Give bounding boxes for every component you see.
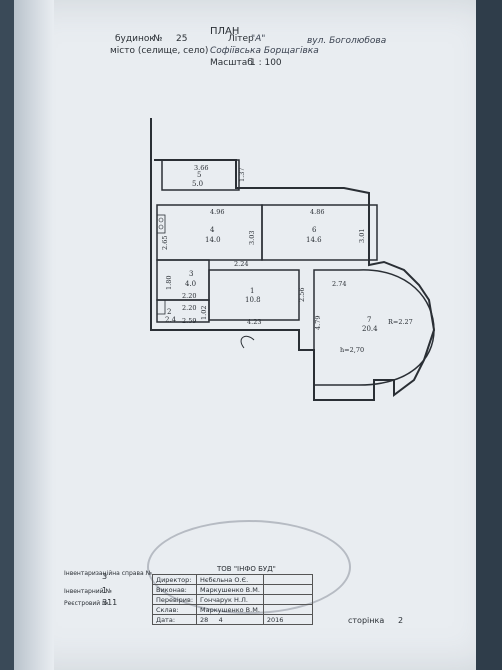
date-day: 28: [200, 615, 209, 624]
case-label: Інвентаризаційна справа №: [64, 570, 152, 577]
radius-label: R=2.27: [388, 318, 413, 326]
case-value: 3: [102, 572, 108, 581]
dimension-label: 3.01: [358, 229, 366, 243]
role-label: Перевірив:: [151, 594, 198, 605]
background-edge: [476, 0, 502, 670]
person-name: Гончарук Н.Л.: [196, 594, 264, 605]
room-label: 7: [367, 316, 371, 324]
dimension-label: 2.65: [161, 236, 169, 250]
dimension-label: 4.79: [314, 316, 322, 330]
number-sign: №: [153, 34, 163, 44]
building-label: будинок: [115, 34, 155, 44]
dimension-label: 4.96: [210, 208, 224, 216]
room-area: 14.0: [205, 236, 221, 244]
inventory-label: Інвентарний №: [64, 588, 112, 595]
date-label: Дата:: [151, 614, 198, 625]
role-label: Склав:: [151, 604, 198, 615]
floor-plan: 5 5.0 4 14.0 6 14.6 3 4.0 1 10.8 2 2.4 7…: [150, 118, 436, 401]
dimension-label: 1.02: [200, 306, 208, 320]
dimension-label: 4.86: [310, 208, 324, 216]
dimension-label: 2.24: [234, 260, 248, 268]
registry-label: Реєстровий №: [64, 600, 109, 607]
inventory-value: 1: [102, 586, 108, 595]
page-label: сторінка: [348, 616, 385, 625]
date-year: 2016: [262, 614, 313, 625]
liter-value: "А": [251, 34, 266, 44]
liter-label: Літер: [228, 34, 254, 44]
role-label: Директор:: [151, 574, 198, 585]
dimension-label: 1.37: [238, 168, 246, 182]
room-label: 6: [312, 226, 317, 234]
registry-value: 311: [102, 598, 118, 607]
room-label: 2: [167, 308, 171, 316]
city-label: місто (селище, село): [110, 46, 209, 56]
dimension-label: 2.20: [182, 304, 196, 312]
room-area: 5.0: [192, 180, 203, 188]
room-area: 2.4: [165, 316, 177, 324]
signature-table: Директор:Нєбєльна О.Є. Виконав:Маркушенк…: [151, 574, 313, 625]
scale-label: Масштаб: [210, 58, 253, 68]
height-label: h=2,70: [340, 346, 364, 354]
scale-value: 1 : 100: [250, 58, 282, 68]
room-label: 1: [250, 287, 254, 295]
company-name: ТОВ "ІНФО БУД": [217, 565, 276, 573]
room-area: 20.4: [362, 325, 378, 333]
page-number: 2: [398, 616, 404, 625]
dimension-label: 2.74: [332, 280, 346, 288]
room-label: 3: [189, 270, 193, 278]
date-month: 4: [218, 615, 223, 624]
room-label: 4: [210, 226, 215, 234]
person-name: Нєбєльна О.Є.: [196, 574, 264, 585]
binding-edge: [14, 0, 54, 670]
building-number: 25: [176, 34, 188, 44]
dimension-label: 1.80: [165, 276, 173, 290]
document-page: ПЛАН будинок № 25 Літер "А" вул. Боголюб…: [14, 0, 496, 670]
room-area: 10.8: [245, 296, 261, 304]
dimension-label: 3.66: [194, 164, 208, 172]
dimension-label: 2.59: [182, 317, 196, 325]
room-label: 5: [197, 171, 201, 179]
dimension-label: 2.20: [182, 292, 196, 300]
room-area: 14.6: [306, 236, 322, 244]
dimension-label: 4.23: [247, 318, 261, 326]
street-name: вул. Боголюбова: [307, 36, 387, 46]
room-area: 4.0: [185, 280, 196, 288]
city-value: Софіївська Борщагівка: [210, 46, 319, 56]
dimension-label: 3.03: [248, 231, 256, 245]
dimension-label: 2.56: [298, 288, 306, 302]
plan-title: ПЛАН: [210, 26, 240, 37]
person-name: Маркушенко В.М.: [196, 584, 264, 595]
person-name: Маркушенко В.М.: [196, 604, 264, 615]
role-label: Виконав:: [151, 584, 198, 595]
date-day-month: 28 4: [196, 614, 264, 625]
